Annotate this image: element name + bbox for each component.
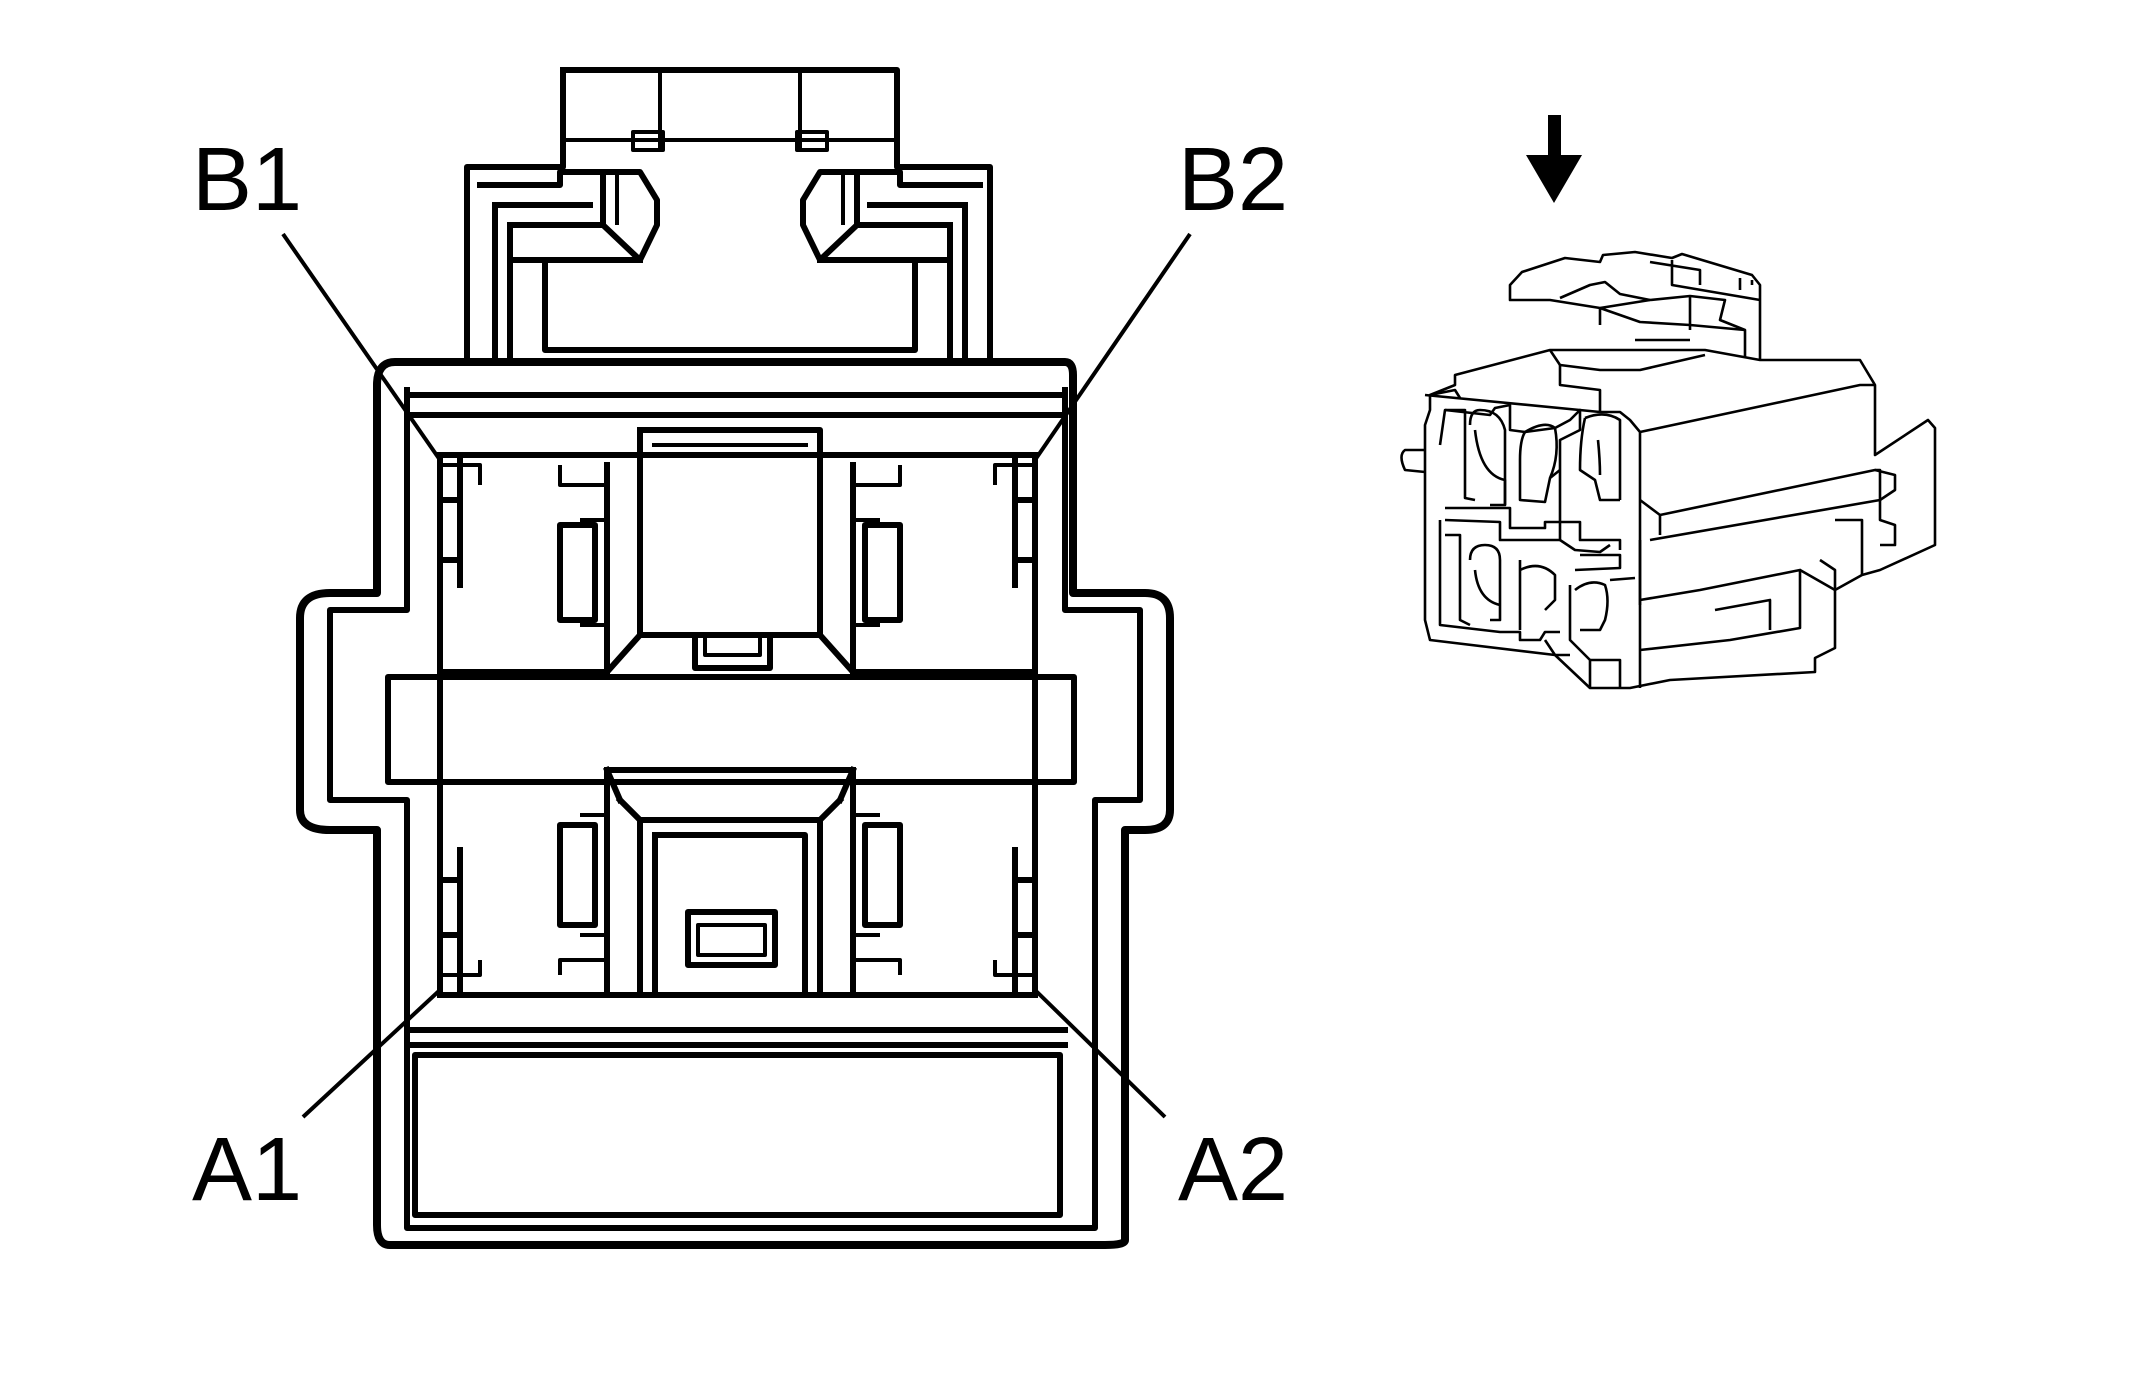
pin-label-b1: B1 [192, 130, 302, 230]
leader-line-a2 [1033, 988, 1167, 1119]
connector-perspective-icon [1400, 250, 1937, 690]
leader-line-a1 [301, 988, 442, 1119]
connector-front-view-icon: B1 B2 A1 A2 [192, 67, 1288, 1249]
cavity-b1 [437, 452, 610, 675]
leader-line-b1 [281, 232, 442, 462]
pin-label-a2: A2 [1178, 1120, 1288, 1220]
connector-body [296, 358, 1174, 1249]
center-lock-top [602, 427, 858, 677]
top-latch [464, 67, 993, 365]
center-lock-bottom [603, 766, 857, 998]
cavity-a2 [850, 787, 1038, 998]
down-arrow-icon [1526, 115, 1582, 203]
pin-label-b2: B2 [1178, 130, 1288, 230]
cavity-b2 [850, 452, 1038, 675]
cavity-a1 [437, 787, 610, 998]
center-divider-bar [385, 674, 1077, 785]
pin-label-a1: A1 [192, 1120, 302, 1220]
leader-line-b2 [1033, 232, 1192, 462]
